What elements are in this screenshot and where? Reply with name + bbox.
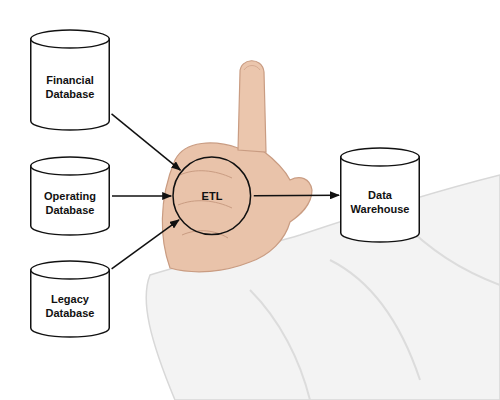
flow-arrow bbox=[112, 195, 171, 197]
cylinder-body bbox=[31, 39, 110, 130]
database-cylinder: Financial Database bbox=[30, 29, 110, 131]
node-label: Data Warehouse bbox=[348, 188, 412, 217]
node-label: ETL bbox=[180, 189, 244, 203]
hand-palm bbox=[162, 143, 312, 272]
fingernail bbox=[244, 66, 260, 71]
cylinder-top bbox=[341, 148, 420, 166]
database-cylinder: Operating Database bbox=[30, 156, 110, 236]
cylinder-body bbox=[31, 166, 110, 235]
flow-arrow bbox=[112, 220, 179, 269]
cylinder-top bbox=[31, 157, 110, 175]
node-label: Legacy Database bbox=[38, 292, 102, 321]
database-cylinder: Data Warehouse bbox=[340, 147, 420, 243]
index-finger bbox=[238, 61, 266, 152]
cylinder-top bbox=[31, 30, 110, 48]
cylinder-top bbox=[31, 261, 110, 279]
node-label: Financial Database bbox=[38, 73, 102, 102]
flow-arrow bbox=[112, 114, 181, 170]
cylinder-body bbox=[31, 270, 110, 337]
flow-arrow bbox=[254, 194, 339, 196]
node-label: Operating Database bbox=[38, 189, 102, 218]
process-circle: ETL bbox=[172, 156, 252, 236]
finger-creases bbox=[178, 171, 232, 238]
database-cylinder: Legacy Database bbox=[30, 260, 110, 338]
cylinder-body bbox=[341, 157, 420, 242]
sleeve-folds bbox=[250, 220, 500, 400]
circle-ring bbox=[173, 157, 251, 235]
